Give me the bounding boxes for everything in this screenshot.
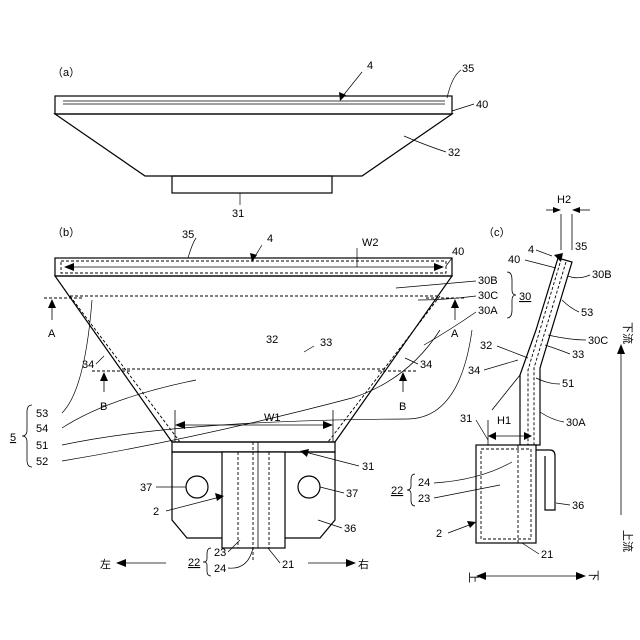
ref-53-b: 53 (36, 408, 48, 420)
direction-top: 上 (467, 572, 480, 583)
ref-31-b: 31 (362, 461, 374, 473)
ref-2-c: 2 (436, 528, 442, 540)
dim-H1: H1 (497, 415, 511, 427)
ref-31-c: 31 (460, 413, 472, 425)
direction-right: 右 (358, 557, 369, 571)
leader-53 (62, 300, 92, 413)
ref-32-a: 32 (448, 147, 460, 159)
bracket-30-b (507, 272, 516, 318)
funnel-32-a (55, 114, 452, 176)
ref-30C-b: 30C (478, 290, 498, 302)
ref-32-b: 32 (266, 334, 278, 346)
leader-51 (62, 330, 472, 445)
ref-54-b: 54 (36, 423, 48, 435)
ref-37-right: 37 (346, 488, 358, 500)
ref-51-b: 51 (36, 440, 48, 452)
ref-30-b: 30 (519, 291, 531, 303)
ref-30B-c: 30B (592, 269, 612, 281)
hole-37-left (186, 476, 208, 498)
ref-30A-c: 30A (566, 417, 586, 429)
ref-2-b: 2 (153, 506, 159, 518)
arrow-right (346, 559, 356, 567)
ref-24-b: 24 (214, 563, 226, 575)
ref-33-b: 33 (320, 337, 332, 349)
ref-23-b: 23 (214, 547, 226, 559)
ref-40-a: 40 (476, 99, 488, 111)
direction-upstream: 上流 (621, 530, 635, 552)
ref-5-b: 5 (10, 432, 16, 444)
direction-downstream: 下流 (621, 322, 635, 344)
panel-c: （c） H2 H1 4 35 40 30B 53 (391, 194, 635, 583)
ref-32-c: 32 (480, 340, 492, 352)
ref-35-c: 35 (575, 241, 587, 253)
ref-30B-b: 30B (478, 275, 498, 287)
ref-36-c: 36 (572, 500, 584, 512)
ref-22-b: 22 (188, 557, 200, 569)
ref-4-b: 4 (267, 233, 273, 245)
direction-left: 左 (100, 558, 111, 571)
block-31-b (172, 442, 335, 452)
ref-53-c: 53 (581, 307, 593, 319)
ref-23-c: 23 (418, 493, 430, 505)
ref-40-c: 40 (508, 254, 520, 266)
ref-34-b-right: 34 (420, 359, 432, 371)
panel-b: （b） W2 35 4 40 A A (10, 226, 531, 576)
ref-4-c: 4 (528, 244, 534, 256)
arrow-left (116, 559, 126, 567)
ref-34-c: 34 (468, 365, 480, 377)
ref-30A-b: 30A (478, 305, 498, 317)
ref-40-b: 40 (452, 246, 464, 258)
ref-31-a: 31 (232, 208, 244, 220)
funnel-32-b (55, 276, 452, 442)
arrow-downstream (617, 344, 625, 354)
dim-H2: H2 (557, 194, 571, 206)
panel-c-label: （c） (483, 226, 511, 239)
panel-a: （a） 4 35 40 32 31 (52, 60, 488, 220)
section-A-right: A (451, 328, 459, 340)
dim-W1: W1 (264, 412, 281, 424)
ref-51-c: 51 (562, 378, 574, 390)
bracket-5-b (22, 405, 32, 467)
ref-22-c: 22 (391, 485, 403, 497)
leader-54 (62, 380, 196, 428)
ref-37-left: 37 (140, 482, 152, 494)
ref-33-c: 33 (572, 349, 584, 361)
ref-4-a: 4 (367, 60, 373, 72)
block-31-a (172, 176, 332, 193)
dim-W2: W2 (362, 237, 379, 249)
section-A-left: A (48, 328, 56, 340)
ref-21-b: 21 (282, 559, 294, 571)
channel-2-b (222, 452, 285, 548)
hole-37-right (298, 476, 320, 498)
channel-2-c (476, 445, 536, 543)
ref-35-b: 35 (182, 229, 194, 241)
ref-52-b: 52 (36, 456, 48, 468)
plate-36-c (536, 450, 555, 510)
ref-36-b: 36 (344, 523, 356, 535)
ref-21-c: 21 (541, 549, 553, 561)
ref-30C-c: 30C (588, 335, 608, 347)
ref-35-a: 35 (462, 63, 474, 75)
strip-35-a (55, 96, 452, 114)
section-B-right: B (399, 401, 406, 413)
panel-a-label: （a） (52, 66, 80, 79)
panel-b-label: （b） (52, 226, 80, 239)
direction-bottom: 下 (587, 570, 600, 581)
leader-52 (62, 330, 440, 461)
ref-24-c: 24 (418, 477, 430, 489)
